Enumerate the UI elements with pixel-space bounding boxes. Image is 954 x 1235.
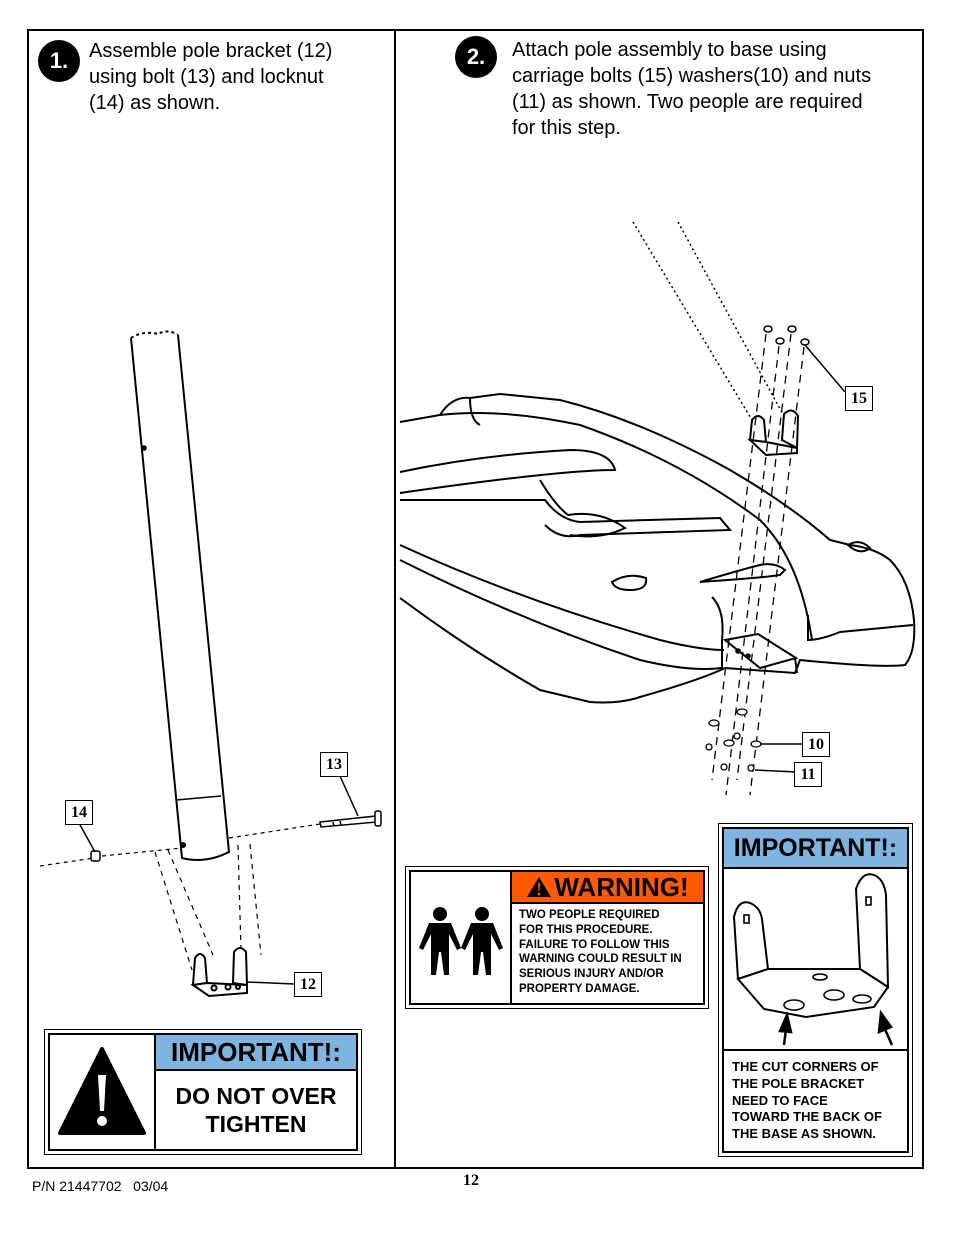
important-message: THE CUT CORNERS OF THE POLE BRACKET NEED… — [732, 1059, 903, 1151]
important-line: TIGHTEN — [205, 1111, 307, 1137]
warning-line: FAILURE TO FOLLOW THIS — [519, 938, 670, 951]
important-notice-bracket-orientation: IMPORTANT!: — [718, 823, 913, 1157]
warning-notice-two-people: WARNING! TWO PEOPLE REQUIRED FOR THIS PR… — [405, 866, 709, 1009]
step-2-line: (11) as shown. Two people are required — [512, 91, 863, 113]
warning-line: FOR THIS PROCEDURE. — [519, 923, 653, 936]
step-2-line: for this step. — [512, 117, 621, 139]
part-label-12: 12 — [294, 972, 322, 997]
warning-line: SERIOUS INJURY AND/OR — [519, 968, 664, 981]
warning-heading: WARNING! — [512, 872, 703, 904]
step-2-line: carriage bolts (15) washers(10) and nuts — [512, 65, 872, 87]
step-2-line: Attach pole assembly to base using — [512, 39, 827, 61]
warning-line: PROPERTY DAMAGE. — [519, 982, 640, 995]
warning-message: TWO PEOPLE REQUIRED FOR THIS PROCEDURE. … — [519, 908, 699, 1003]
important-line: THE BASE AS SHOWN. — [732, 1126, 876, 1142]
step-1-line: using bolt (13) and locknut — [89, 66, 324, 88]
mounted-bracket-icon — [747, 409, 800, 457]
part-label-11: 11 — [794, 762, 822, 787]
important-line: THE CUT CORNERS OF — [732, 1059, 879, 1074]
step-2-instructions: Attach pole assembly to base using carri… — [512, 37, 871, 141]
page-number: 12 — [463, 1172, 479, 1189]
warning-line: WARNING COULD RESULT IN — [519, 953, 682, 966]
step-1-badge: 1. — [38, 40, 80, 82]
bolt-guide-lines — [711, 333, 805, 796]
leader-lines-step1 — [78, 775, 359, 985]
part-label-10: 10 — [802, 732, 830, 757]
footer-part-number: P/N 21447702 03/04 — [32, 1178, 169, 1194]
locknut-14-icon — [90, 850, 101, 862]
step-1-line: (14) as shown. — [89, 92, 221, 114]
nuts-11-icon — [705, 732, 755, 772]
caution-triangle-icon — [50, 1035, 156, 1149]
warning-title: WARNING! — [554, 871, 689, 902]
important-line: TOWARD THE BACK OF — [732, 1109, 882, 1125]
pole-bracket-12-icon — [190, 947, 249, 998]
important-line: THE POLE BRACKET — [732, 1075, 865, 1091]
pole-illustration — [130, 330, 231, 861]
warning-triangle-icon — [527, 877, 552, 897]
washers-10-icon — [708, 708, 762, 748]
pole-guide-lines — [632, 221, 786, 421]
part-label-14: 14 — [65, 800, 93, 825]
leader-lines-step2 — [754, 344, 846, 773]
basketball-base-illustration — [399, 392, 916, 704]
important-heading: IMPORTANT!: — [156, 1035, 356, 1071]
bracket-detail-illustration — [724, 869, 907, 1051]
two-people-icon — [411, 872, 512, 1003]
important-heading: IMPORTANT!: — [724, 829, 907, 869]
part-label-13: 13 — [320, 752, 348, 777]
important-notice-tighten: IMPORTANT!: DO NOT OVER TIGHTEN — [44, 1029, 362, 1155]
bolt-axis — [39, 823, 321, 867]
bracket-guides — [154, 843, 262, 971]
column-divider — [394, 31, 396, 1168]
part-label-15: 15 — [845, 386, 873, 411]
step-1-line: Assemble pole bracket (12) — [89, 40, 333, 62]
page-frame — [27, 29, 924, 1169]
important-line: DO NOT OVER — [175, 1083, 337, 1109]
important-message: DO NOT OVER TIGHTEN — [156, 1071, 356, 1149]
important-line: NEED TO FACE — [732, 1092, 828, 1108]
warning-line: TWO PEOPLE REQUIRED — [519, 909, 660, 921]
step-1-instructions: Assemble pole bracket (12) using bolt (1… — [89, 38, 332, 116]
carriage-bolts-15-icon — [763, 325, 810, 346]
bolt-13-icon — [319, 810, 382, 828]
step-2-badge: 2. — [455, 36, 497, 78]
